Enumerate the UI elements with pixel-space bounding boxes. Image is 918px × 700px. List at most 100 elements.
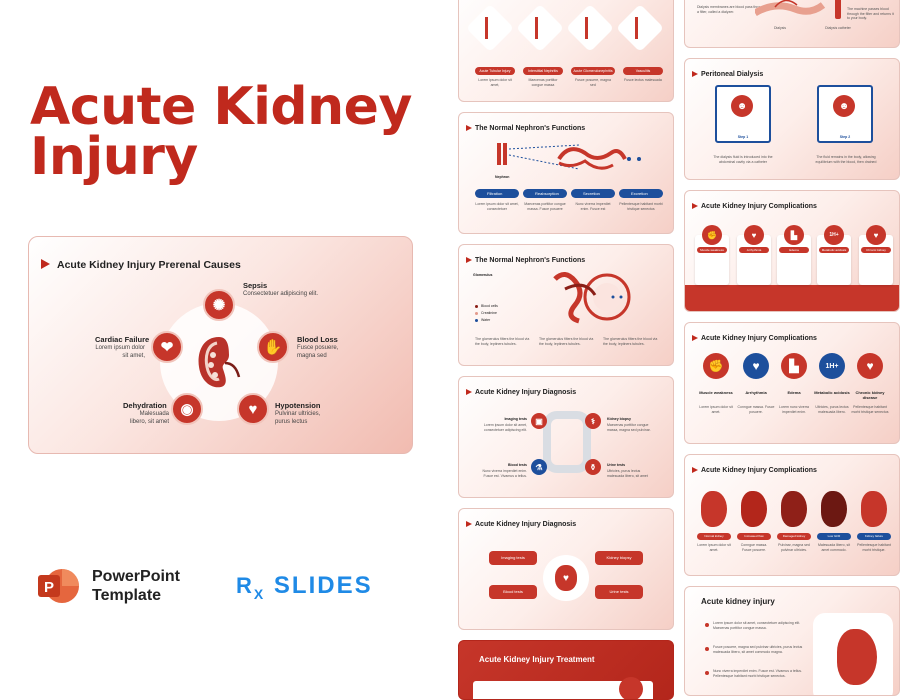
slide-thumb-dialysis[interactable]: Dialysis membranes are blood pass throug… — [684, 0, 900, 48]
stage-desc: Lorem ipsum dolor sit amet. — [697, 543, 731, 552]
step-pill-filtration: Filtration — [475, 189, 519, 198]
step-label: Secretion — [583, 191, 600, 196]
arm-dialysis-icon — [755, 0, 825, 17]
droplet-icon: ◉ — [171, 393, 203, 425]
slide-thumb-treatment[interactable]: Acute Kidney Injury Treatment — [458, 640, 674, 700]
cause-desc-hypotension: Pulvinar ultricies, purus lectus — [275, 411, 321, 425]
featured-slide[interactable]: Acute Kidney Injury Prerenal Causes ✺ Se… — [28, 236, 413, 454]
muscle-icon: ✊ — [702, 225, 722, 245]
blood-loss-icon: ✋ — [257, 331, 289, 363]
muscle-icon: ✊ — [703, 353, 729, 379]
cause-title-sepsis: Sepsis — [243, 281, 268, 290]
diag-pill: Imaging tests — [489, 551, 537, 565]
slide-thumb-title: The Normal Nephron's Functions — [475, 257, 586, 264]
play-triangle-icon — [692, 203, 698, 209]
pill-label: Acute Glomerulonephritis — [571, 67, 615, 75]
slide-thumb-title: Acute Kidney Injury Diagnosis — [475, 521, 577, 528]
slide-thumb-diagnosis-1[interactable]: Acute Kidney Injury Diagnosis ▣ ⚕ ⚗ ⚱ Im… — [458, 376, 674, 498]
diag-label: Kidney biopsy — [607, 417, 631, 421]
diag-desc: Lorem ipsum dolor sit amet, consectetuer… — [483, 423, 527, 432]
legend-label: Water — [481, 318, 491, 322]
biopsy-icon: ⚕ — [585, 413, 601, 429]
kidneys-icon: ♥ — [857, 353, 883, 379]
play-triangle-icon — [692, 335, 698, 341]
diag-label: Urine tests — [607, 463, 626, 467]
complication-desc: Ultricies, purus lectus malesuada libero… — [815, 405, 849, 414]
slide-thumb-diagnosis-2[interactable]: Acute Kidney Injury Diagnosis ♥ Imaging … — [458, 508, 674, 630]
kidney-icon — [781, 491, 807, 527]
slide-thumb-title: Acute Kidney Injury Complications — [701, 203, 817, 210]
featured-slide-title: Acute Kidney Injury Prerenal Causes — [57, 259, 241, 271]
dialyzer-icon — [835, 0, 841, 19]
step-pill-reabsorption: Reabsorption — [523, 189, 567, 198]
slide-thumb-title: Acute Kidney Injury Diagnosis — [475, 389, 577, 396]
slide-thumb-nephron-functions-1[interactable]: The Normal Nephron's Functions Nephron F… — [458, 112, 674, 234]
slide-thumb-nephron-functions-2[interactable]: The Normal Nephron's Functions Glomerulu… — [458, 244, 674, 366]
cause-title-cardiac-failure: Cardiac Failure — [95, 335, 150, 344]
imaging-icon: ▣ — [531, 413, 547, 429]
hplus-icon: 1H+ — [824, 225, 844, 245]
pill-desc: Fusce posuere, magna sed — [575, 78, 611, 87]
step-label: Reabsorption — [535, 191, 559, 196]
diamond-shape — [465, 3, 515, 53]
slide-thumb-peritoneal-dialysis[interactable]: Peritoneal Dialysis ☻ ☻ Step 1 Step 2 Th… — [684, 58, 900, 180]
step-label: Step 1 — [737, 135, 749, 139]
cause-desc-dehydration: Malesuada libero, sit amet — [129, 411, 169, 425]
bullet-text: Fusce posuere, magna sed pulvinar ultric… — [713, 645, 803, 654]
bullet-text: Nunc viverra imperdiet enim. Fusce est. … — [713, 669, 803, 678]
stage-pill: Increased flow — [737, 533, 771, 540]
diagram-label: Glomerulus — [473, 273, 493, 277]
tubule-icon — [635, 17, 638, 39]
blood-test-icon: ⚗ — [531, 459, 547, 475]
diamond-shape — [565, 3, 615, 53]
complication-pill: Edema — [779, 247, 809, 253]
stage-pill: Low GFR — [817, 533, 851, 540]
rx-slides-logo[interactable]: RX SLIDES — [236, 572, 373, 602]
cause-desc-cardiac-failure: Lorem ipsum dolor sit amet, — [95, 345, 145, 359]
diag-pill: Urine tests — [595, 585, 643, 599]
slide-thumb-complications-2[interactable]: Acute Kidney Injury Complications ✊ ♥ ▙ … — [684, 322, 900, 444]
bullet-text: Lorem ipsum dolor sit amet, consectetuer… — [713, 621, 801, 630]
heart-broken-icon: ❤ — [151, 331, 183, 363]
stage-desc: Pulvinar, magna sed pulvinar ultricies. — [778, 543, 810, 552]
stage-pill: Damaged kidney — [777, 533, 811, 540]
slide-thumb-complications-1[interactable]: Acute Kidney Injury Complications ✊ ♥ ▙ … — [684, 190, 900, 312]
heart-icon: ♥ — [743, 353, 769, 379]
glomerulus-desc: The glomerulus filters the blood via the… — [603, 337, 658, 346]
play-triangle-icon — [466, 521, 472, 527]
foot-icon: ▙ — [781, 353, 807, 379]
diag-label: Imaging tests — [504, 417, 527, 421]
complication-pill: Arrhythmia — [739, 247, 769, 253]
step-desc: The dialysis fluid is introduced into th… — [713, 155, 773, 164]
complication-label: Muscle weakness — [699, 390, 733, 395]
bullet-dot — [705, 647, 709, 651]
cause-title-blood-loss: Blood Loss — [297, 335, 338, 344]
pill-desc: Lorem ipsum dolor sit amet, — [478, 78, 512, 87]
slide-thumb-acute-kidney-injury[interactable]: Acute kidney injury Lorem ipsum dolor si… — [684, 586, 900, 696]
complication-desc: Pellentesque habitant morbi tristique se… — [851, 405, 889, 414]
diag-desc: Nunc viverra imperdiet enim. Fusce est. … — [482, 469, 527, 478]
slide-thumb-complications-3[interactable]: Acute Kidney Injury Complications Normal… — [684, 454, 900, 576]
slide-thumb-title: The Normal Nephron's Functions — [475, 125, 586, 132]
slide-thumb-title: Peritoneal Dialysis — [701, 71, 764, 78]
dialysis-label: Dialysis — [773, 26, 787, 30]
complication-label: Arrhythmia — [745, 390, 767, 395]
foot-icon: ▙ — [784, 225, 804, 245]
red-footer-bar — [685, 285, 899, 311]
pill-label: Acute Tubular Injury — [475, 67, 515, 75]
step-pill-secretion: Secretion — [571, 189, 615, 198]
complication-label: Edema — [787, 390, 801, 395]
pill-desc: Maecenas porttitor congue massa — [528, 78, 558, 87]
kidney-icon — [821, 491, 847, 527]
legend-label: Creatinine — [481, 311, 497, 315]
diag-desc: Ultricies, purus lectus malesuada libero… — [607, 469, 648, 478]
tubule-icon — [585, 17, 588, 39]
svg-text:P: P — [44, 579, 54, 596]
kidney-icon — [198, 337, 241, 388]
complication-desc: Conngue massa. Fusce posuere. — [737, 405, 775, 414]
slide-thumb-intrinsic-causes[interactable]: Acute Tubular Injury Interstitial Nephri… — [458, 0, 674, 102]
slide-thumb-title: Acute Kidney Injury Complications — [701, 335, 817, 342]
patient-icon: ☻ — [833, 95, 855, 117]
rx-logo-sub: X — [253, 585, 266, 602]
slide-thumb-title: Acute kidney injury — [701, 597, 775, 606]
